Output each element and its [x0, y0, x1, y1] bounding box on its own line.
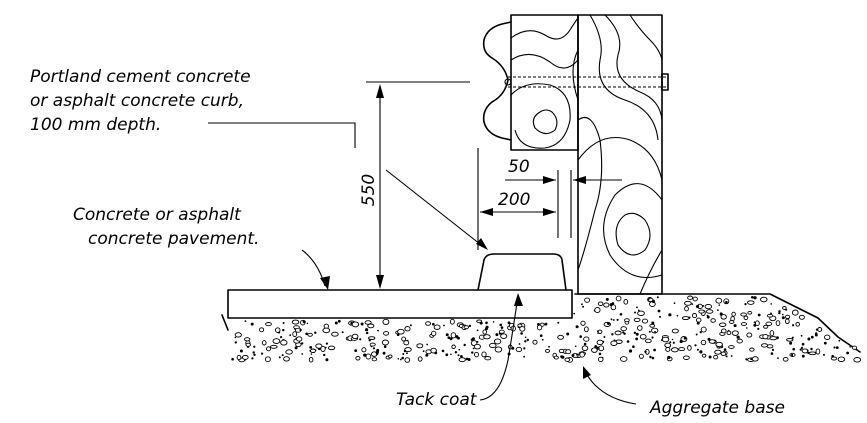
pavement-label-line1: Concrete or asphalt [73, 205, 242, 225]
dimension-200: 200 [477, 148, 556, 250]
bolt [504, 73, 669, 91]
leaders [208, 122, 637, 405]
curb-label-line3: 100 mm depth. [30, 115, 161, 135]
blockout [510, 14, 579, 151]
timber-post [577, 14, 663, 295]
dimension-550: 550 [359, 81, 470, 289]
curb-label-line1: Portland cement concrete [30, 67, 251, 87]
dimension-200-label: 200 [498, 190, 530, 210]
curb-label-line2: or asphalt concrete curb, [30, 91, 244, 111]
w-beam-rail [482, 21, 512, 141]
callout-pavement: Concrete or asphalt concrete pavement. [73, 205, 259, 249]
dimension-50-label: 50 [508, 157, 530, 177]
dimension-550-label: 550 [359, 174, 379, 206]
dimension-50: 50 [505, 157, 622, 238]
tack-coat-label: Tack coat [396, 390, 478, 410]
pavement-slab [227, 289, 573, 319]
aggregate-base [221, 293, 862, 363]
curb [477, 253, 567, 291]
pavement-label-line2: concrete pavement. [88, 229, 259, 249]
aggregate-base-label: Aggregate base [649, 398, 785, 418]
callout-curb: Portland cement concrete or asphalt conc… [30, 67, 251, 135]
